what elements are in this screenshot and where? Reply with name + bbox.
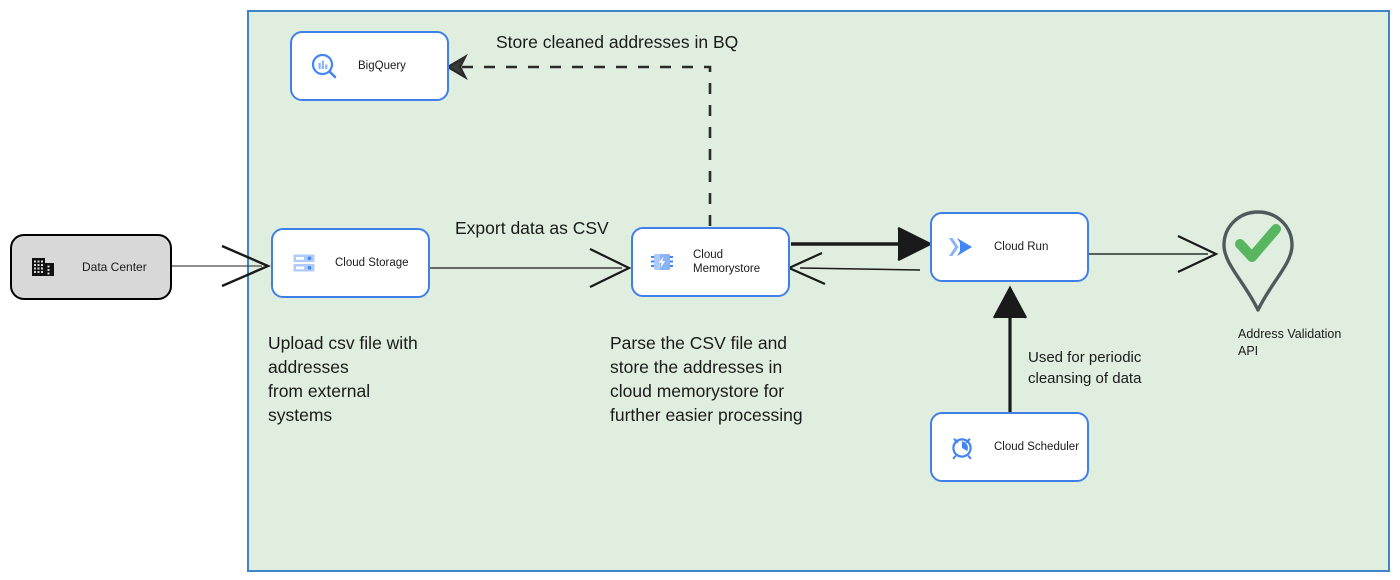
edge-label-export-data-as-csv: Export data as CSV <box>455 218 609 238</box>
cloud-storage-icon <box>291 250 317 276</box>
node-label-bigquery: BigQuery <box>358 59 406 72</box>
label-address-validation-api: Address Validation API <box>1238 327 1342 358</box>
edge-label-periodic-cleansing: Used for periodic cleansing of data <box>1028 349 1142 387</box>
node-bigquery[interactable]: BigQuery <box>290 31 449 101</box>
cloud-run-icon <box>946 234 978 260</box>
google-cloud-project-boundary <box>247 10 1390 572</box>
node-data-center[interactable]: Data Center <box>10 234 172 300</box>
cloud-memorystore-icon <box>649 249 675 275</box>
data-center-icon <box>30 254 56 280</box>
node-cloud-scheduler[interactable]: Cloud Scheduler <box>930 412 1089 482</box>
node-label-cloud-storage: Cloud Storage <box>335 256 409 269</box>
edge-label-store-cleaned-addresses: Store cleaned addresses in BQ <box>496 32 739 52</box>
node-label-cloud-scheduler: Cloud Scheduler <box>994 440 1080 453</box>
cloud-scheduler-icon <box>948 433 976 461</box>
node-label-data-center: Data Center <box>82 259 147 274</box>
node-cloud-run[interactable]: Cloud Run <box>930 212 1089 282</box>
bigquery-icon <box>310 52 338 80</box>
node-address-validation-api[interactable] <box>1218 208 1298 316</box>
node-cloud-storage[interactable]: Cloud Storage <box>271 228 430 298</box>
note-upload-csv: Upload csv file with addresses from exte… <box>268 333 418 426</box>
note-parse-csv: Parse the CSV file and store the address… <box>610 333 803 426</box>
node-cloud-memorystore[interactable]: Cloud Memorystore <box>631 227 790 297</box>
node-label-cloud-run: Cloud Run <box>994 240 1049 253</box>
node-label-cloud-memorystore: Cloud Memorystore <box>693 248 761 275</box>
